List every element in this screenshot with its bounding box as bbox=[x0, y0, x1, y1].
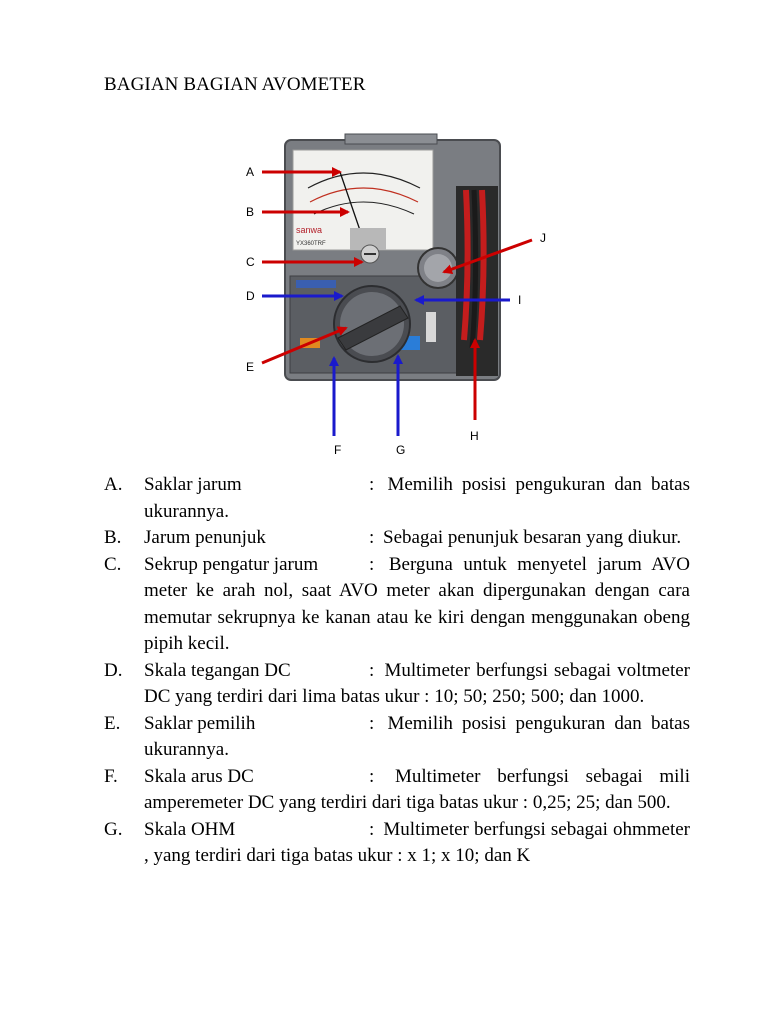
item-term: Jarum penunjuk bbox=[144, 525, 369, 552]
label-j: J bbox=[540, 231, 546, 245]
item-term: Saklar pemilih bbox=[144, 711, 369, 738]
item-marker: G. bbox=[104, 817, 122, 844]
definition-item: D.Skala tegangan DC: Multimeter berfungs… bbox=[104, 658, 690, 711]
label-b: B bbox=[246, 205, 254, 219]
label-e: E bbox=[246, 360, 254, 374]
definition-item: B.Jarum penunjuk: Sebagai penunjuk besar… bbox=[104, 525, 690, 552]
test-leads bbox=[456, 186, 498, 376]
avometer-figure: sanwa YX360TRF bbox=[230, 128, 560, 463]
item-term: Sekrup pengatur jarum bbox=[144, 552, 369, 579]
label-h: H bbox=[470, 429, 479, 443]
label-a: A bbox=[246, 165, 254, 179]
item-marker: F. bbox=[104, 764, 118, 791]
model-label: YX360TRF bbox=[296, 241, 326, 247]
item-marker: D. bbox=[104, 658, 122, 685]
item-term: Saklar jarum bbox=[144, 472, 369, 499]
page-title: BAGIAN BAGIAN AVOMETER bbox=[104, 74, 366, 96]
definition-item: C.Sekrup pengatur jarum: Berguna untuk m… bbox=[104, 552, 690, 658]
definition-item: A.Saklar jarum: Memilih posisi pengukura… bbox=[104, 472, 690, 525]
item-term: Skala tegangan DC bbox=[144, 658, 369, 685]
item-marker: C. bbox=[104, 552, 121, 579]
item-marker: E. bbox=[104, 711, 120, 738]
definition-list: A.Saklar jarum: Memilih posisi pengukura… bbox=[104, 472, 690, 870]
label-f: F bbox=[334, 443, 341, 457]
item-description: Sebagai penunjuk besaran yang diukur. bbox=[383, 527, 681, 548]
label-c: C bbox=[246, 255, 255, 269]
scale-window bbox=[293, 150, 433, 250]
brand-label: sanwa bbox=[296, 225, 322, 235]
rotary-selector-knob bbox=[334, 286, 410, 362]
definition-item: F.Skala arus DC: Multimeter berfungsi se… bbox=[104, 764, 690, 817]
item-term: Skala arus DC bbox=[144, 764, 369, 791]
definition-item: E.Saklar pemilih: Memilih posisi penguku… bbox=[104, 711, 690, 764]
item-term: Skala OHM bbox=[144, 817, 369, 844]
label-d: D bbox=[246, 289, 255, 303]
label-i: I bbox=[518, 293, 521, 307]
item-marker: A. bbox=[104, 472, 122, 499]
label-g: G bbox=[396, 443, 405, 457]
zero-adjust-screw bbox=[361, 245, 379, 263]
definition-item: G.Skala OHM: Multimeter berfungsi sebaga… bbox=[104, 817, 690, 870]
item-marker: B. bbox=[104, 525, 121, 552]
